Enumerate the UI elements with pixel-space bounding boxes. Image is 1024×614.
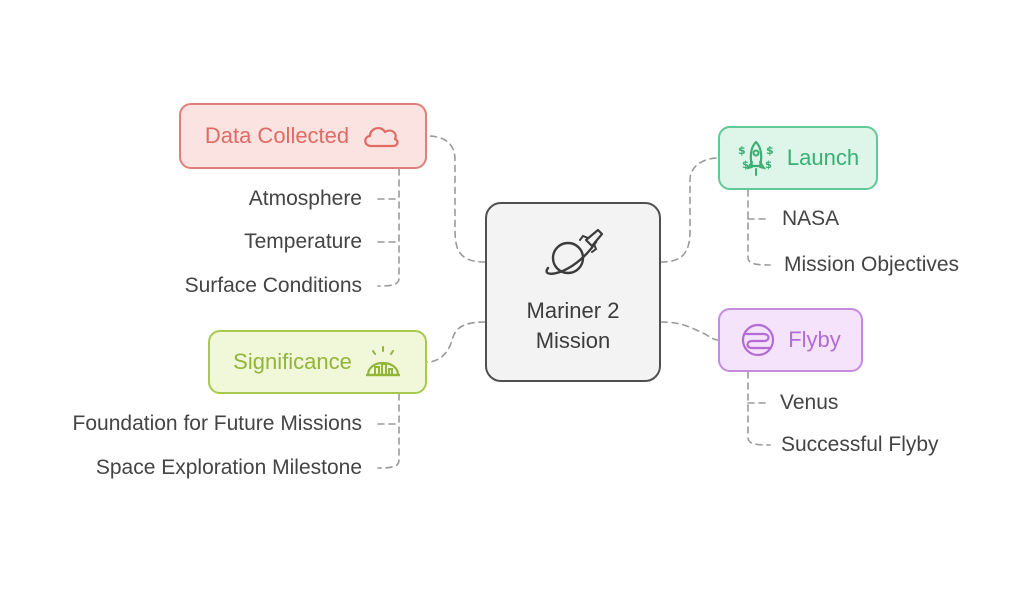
connector-launch-leaves	[747, 189, 771, 266]
center-title-line2: Mission	[535, 328, 611, 353]
leaf-venus: Venus	[780, 391, 839, 414]
connector-center-significance	[426, 321, 486, 363]
connector-center-flyby	[660, 321, 719, 341]
branch-flyby-label: Flyby	[788, 327, 841, 352]
svg-text:$: $	[738, 144, 746, 157]
leaf-atmosphere: Atmosphere	[248, 187, 362, 210]
connector-flyby-leaves	[747, 371, 771, 446]
leaf-space-exploration-milestone: Space Exploration Milestone	[95, 456, 362, 479]
city-dome-icon	[364, 343, 402, 381]
connector-center-launch	[660, 157, 719, 263]
center-title-line1: Mariner 2	[526, 298, 620, 323]
center-node[interactable]: Mariner 2 Mission	[485, 202, 661, 382]
connector-significance-leaves	[377, 393, 400, 469]
svg-text:$: $	[765, 160, 772, 171]
connector-center-data-collected	[426, 135, 486, 263]
svg-text:$: $	[766, 144, 774, 157]
leaf-surface-conditions: Surface Conditions	[184, 274, 362, 297]
leaf-nasa: NASA	[782, 207, 840, 230]
branch-launch-label: Launch	[786, 145, 860, 170]
branch-data-collected[interactable]: Data Collected	[179, 103, 427, 169]
svg-text:$: $	[742, 160, 749, 171]
cloud-icon	[361, 122, 401, 150]
planet-rocket-icon	[542, 228, 604, 280]
branch-launch[interactable]: $ $ $ $ Launch	[718, 126, 878, 190]
planet-swirl-icon	[740, 322, 776, 358]
leaf-successful-flyby: Successful Flyby	[781, 433, 939, 456]
branch-significance[interactable]: Significance	[208, 330, 427, 394]
leaf-temperature: Temperature	[244, 230, 362, 253]
money-rocket-icon: $ $ $ $	[737, 138, 775, 178]
leaf-mission-objectives: Mission Objectives	[784, 253, 960, 276]
connector-data-leaves	[377, 168, 400, 287]
branch-significance-label: Significance	[233, 349, 352, 374]
branch-flyby[interactable]: Flyby	[718, 308, 863, 372]
leaf-foundation-future-missions: Foundation for Future Missions	[72, 412, 362, 435]
branch-data-collected-label: Data Collected	[204, 123, 350, 148]
